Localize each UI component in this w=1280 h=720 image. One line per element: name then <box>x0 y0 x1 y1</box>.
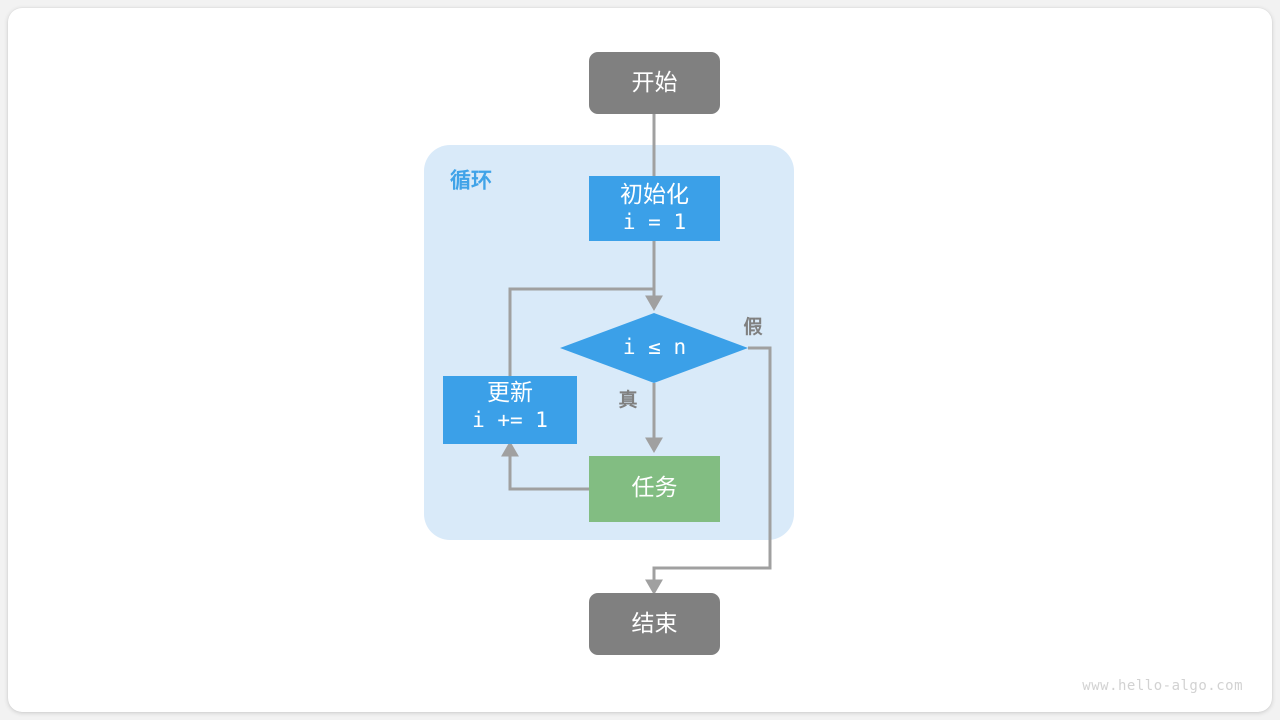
node-init-label-line1: 初始化 <box>620 181 689 207</box>
node-condition[interactable]: i ≤ n <box>560 313 748 383</box>
edge-update-to-condition <box>508 287 654 376</box>
node-task-label: 任务 <box>632 474 678 500</box>
node-update[interactable]: 更新 i += 1 <box>443 376 577 444</box>
node-init[interactable]: 初始化 i = 1 <box>589 176 720 241</box>
node-update-label-line1: 更新 <box>487 379 533 405</box>
node-update-label-line2: i += 1 <box>472 408 548 432</box>
edge-label-true: 真 <box>618 388 637 411</box>
edge-label-false: 假 <box>743 315 762 338</box>
node-start-label: 开始 <box>632 69 678 95</box>
node-end[interactable]: 结束 <box>589 593 720 655</box>
node-init-label-line2: i = 1 <box>623 210 686 234</box>
loop-group-label: 循环 <box>450 169 492 193</box>
node-task[interactable]: 任务 <box>589 456 720 522</box>
node-start[interactable]: 开始 <box>589 52 720 114</box>
edge-condition-to-end <box>645 346 772 596</box>
watermark-text: www.hello-algo.com <box>1082 678 1243 694</box>
edge-task-to-update <box>501 440 589 491</box>
node-end-label: 结束 <box>632 610 678 636</box>
node-condition-label: i ≤ n <box>623 335 686 359</box>
